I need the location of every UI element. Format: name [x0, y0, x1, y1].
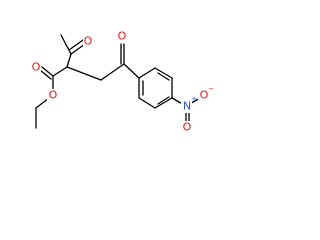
bond-ring-5	[154, 67, 173, 79]
charge-o-nitro-single: −	[208, 85, 214, 93]
bond-ch2-ketone-c	[100, 63, 125, 81]
atom-o-nitro-single: O	[200, 89, 209, 102]
bond-ring-inner-3	[157, 72, 170, 81]
charge-n-nitro: +	[191, 95, 197, 103]
atom-n-nitro: N	[183, 100, 191, 113]
bond-acetyl-c-o-1	[70, 43, 86, 55]
bond-ring-3	[154, 97, 173, 109]
atom-o-acetyl: O	[84, 35, 93, 48]
bond-alpha-ester-c	[52, 66, 68, 77]
bond-acetyl-c-o-2	[68, 39, 84, 51]
bonds	[35, 34, 203, 129]
bond-ketone-c-ring	[123, 63, 140, 79]
bond-ester-c-o-carbonyl-1	[41, 66, 54, 77]
atom-o-ester-carbonyl: O	[32, 61, 41, 74]
bond-ring-6	[138, 67, 156, 79]
bond-ring-2	[138, 97, 156, 109]
bond-acetyl-c-methyl	[60, 34, 72, 55]
bond-ester-c-o-carbonyl-2	[39, 69, 52, 80]
bond-alpha-acetyl	[66, 53, 72, 68]
atom-o-ketone: O	[118, 30, 127, 43]
molecule-structure: O O O O N + O O −	[30, 30, 214, 134]
atoms: O O O O N + O O −	[30, 30, 214, 134]
atom-o-ester-ether: O	[49, 89, 58, 102]
bond-ring-inner-2	[157, 96, 170, 105]
bond-alpha-ch2	[66, 66, 102, 81]
atom-o-nitro-double: O	[183, 121, 192, 134]
